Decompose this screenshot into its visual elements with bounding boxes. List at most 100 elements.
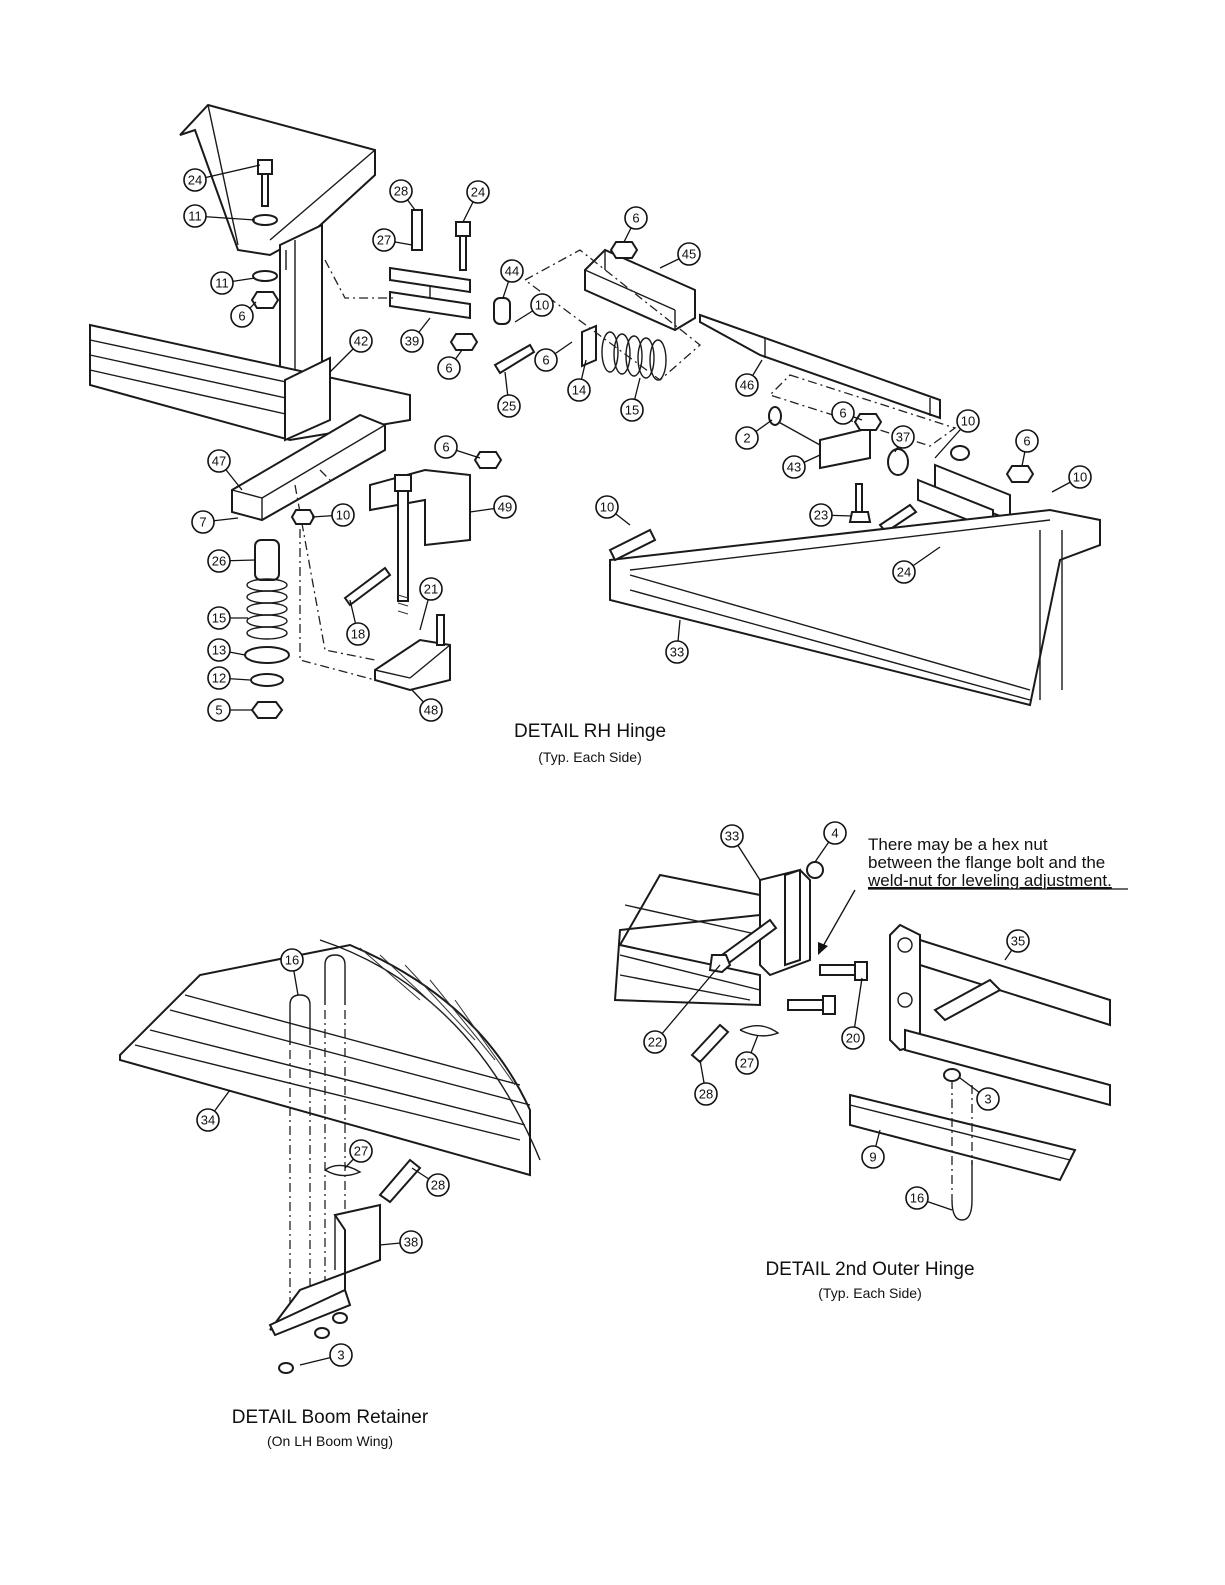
- callout-leader: [654, 964, 721, 1043]
- rh-hinge-subtitle: (Typ. Each Side): [538, 749, 642, 765]
- callout-bubble: [493, 495, 517, 519]
- callout-bubble: [861, 1145, 885, 1169]
- callout-number: 27: [740, 1056, 754, 1071]
- callout-45: 45: [659, 242, 701, 269]
- callout-number: 2: [743, 431, 750, 446]
- callout-46: 46: [735, 359, 763, 397]
- callout-11: 11: [210, 271, 256, 295]
- callout-bubble: [230, 304, 254, 328]
- callout-bubble: [434, 435, 458, 459]
- callout-bubble: [500, 259, 524, 283]
- callout-bubble: [183, 204, 207, 228]
- callout-11: 11: [183, 204, 256, 228]
- callout-bubble: [1015, 429, 1039, 453]
- callout-bubble: [534, 348, 558, 372]
- callout-10: 10: [311, 503, 355, 527]
- callout-bubble: [207, 698, 231, 722]
- callout-bubble: [823, 821, 847, 845]
- callout-44: 44: [500, 259, 524, 299]
- callout-number: 46: [740, 378, 754, 393]
- callout-number: 28: [394, 184, 408, 199]
- callout-number: 33: [725, 829, 739, 844]
- callout-bubble: [620, 398, 644, 422]
- callout-bubble: [735, 426, 759, 450]
- callout-number: 11: [215, 276, 229, 291]
- callout-6: 6: [230, 301, 257, 328]
- callout-number: 6: [445, 361, 452, 376]
- callout-16: 16: [905, 1186, 953, 1211]
- callout-10: 10: [514, 293, 554, 323]
- callout-bubble: [426, 1173, 450, 1197]
- callout-number: 6: [442, 440, 449, 455]
- callout-10: 10: [1051, 465, 1092, 493]
- callout-15: 15: [620, 377, 644, 422]
- callout-number: 6: [839, 406, 846, 421]
- callout-number: 33: [670, 645, 684, 660]
- callout-bubble: [892, 560, 916, 584]
- callout-bubble: [831, 401, 855, 425]
- callout-bubble: [976, 1087, 1000, 1111]
- callout-bubble: [437, 356, 461, 380]
- callout-21: 21: [419, 577, 443, 631]
- callout-bubble: [466, 180, 490, 204]
- outer-hinge-title: DETAIL 2nd Outer Hinge: [765, 1259, 974, 1280]
- callout-28: 28: [411, 1167, 450, 1197]
- note-line-2: between the flange bolt and the: [868, 853, 1105, 872]
- callout-13: 13: [207, 638, 246, 662]
- callout-number: 18: [351, 627, 365, 642]
- callout-6: 6: [623, 206, 648, 243]
- callout-number: 14: [572, 383, 586, 398]
- callout-bubble: [497, 394, 521, 418]
- callout-15: 15: [207, 606, 248, 630]
- callout-number: 10: [535, 298, 549, 313]
- callout-number: 34: [201, 1113, 215, 1128]
- outer-hinge-drawing: [613, 861, 1111, 1221]
- callout-bubble: [735, 1051, 759, 1075]
- callout-24: 24: [462, 180, 490, 223]
- callout-number: 24: [188, 173, 202, 188]
- callout-number: 37: [896, 430, 910, 445]
- callout-bubble: [735, 373, 759, 397]
- callout-6: 6: [831, 401, 863, 425]
- callout-bubble: [720, 824, 744, 848]
- callout-number: 24: [471, 185, 485, 200]
- callout-7: 7: [191, 510, 239, 534]
- callout-number: 42: [354, 334, 368, 349]
- callout-6: 6: [437, 349, 463, 380]
- callout-2: 2: [735, 419, 773, 450]
- callout-39: 39: [400, 317, 431, 353]
- callout-43: 43: [782, 454, 821, 479]
- callout-bubble: [207, 638, 231, 662]
- callout-6: 6: [534, 341, 573, 372]
- callout-bubble: [191, 510, 215, 534]
- callout-number: 28: [431, 1178, 445, 1193]
- callout-9: 9: [861, 1129, 885, 1169]
- callout-number: 25: [502, 399, 516, 414]
- note-line-1: There may be a hex nut: [868, 835, 1048, 854]
- callout-37: 37: [891, 425, 915, 453]
- callout-number: 7: [199, 515, 206, 530]
- callout-bubble: [891, 425, 915, 449]
- callout-number: 26: [212, 554, 226, 569]
- callout-bubble: [280, 948, 304, 972]
- callout-12: 12: [207, 666, 251, 690]
- callout-bubble: [419, 698, 443, 722]
- callout-10: 10: [934, 409, 980, 459]
- callout-number: 28: [699, 1087, 713, 1102]
- callout-number: 49: [498, 500, 512, 515]
- callout-number: 16: [910, 1191, 924, 1206]
- callout-bubble: [905, 1186, 929, 1210]
- outer-hinge-subtitle: (Typ. Each Side): [818, 1285, 922, 1301]
- callout-number: 45: [682, 247, 696, 262]
- callout-22: 22: [643, 964, 721, 1054]
- callout-number: 11: [188, 209, 202, 224]
- callout-35: 35: [1004, 929, 1030, 961]
- callout-bubble: [419, 577, 443, 601]
- callout-25: 25: [497, 371, 521, 418]
- callout-number: 10: [961, 414, 975, 429]
- callout-number: 15: [625, 403, 639, 418]
- callout-16: 16: [280, 948, 304, 996]
- callout-number: 27: [377, 233, 391, 248]
- callout-bubble: [372, 228, 396, 252]
